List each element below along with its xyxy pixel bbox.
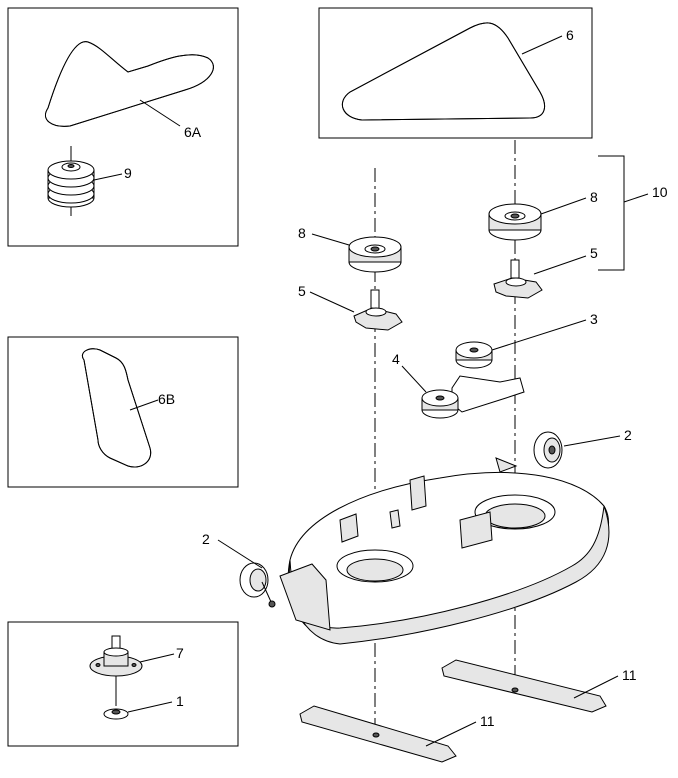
callout-10: 10 (652, 184, 668, 200)
assembly-10-bracket (598, 155, 649, 271)
blade-11-right (441, 659, 607, 713)
callout-7: 7 (176, 645, 184, 661)
callout-8-left: 8 (298, 225, 306, 241)
inset-belt-6a-pulley-9: 6A 9 (7, 7, 239, 247)
callout-3: 3 (590, 311, 598, 327)
spindle-7 (89, 635, 143, 706)
inset-belt-6: 6 (318, 7, 593, 139)
bolt-1 (103, 708, 129, 720)
gauge-wheel-2-right (533, 431, 563, 469)
spindle-5-left (353, 289, 403, 331)
callout-9: 9 (124, 165, 132, 181)
callout-2-right: 2 (624, 427, 632, 443)
spindle-5-right (493, 259, 543, 299)
callout-11-left: 11 (480, 713, 495, 729)
mower-deck (279, 457, 610, 645)
pulley-8-right (488, 203, 542, 241)
callout-6a: 6A (184, 124, 202, 140)
callout-11-right: 11 (622, 667, 637, 683)
inset-belt-6b: 6B (7, 336, 239, 488)
callout-6b: 6B (158, 391, 175, 407)
callout-6: 6 (566, 27, 574, 43)
belt-6 (341, 22, 546, 121)
callout-2-left: 2 (202, 531, 210, 547)
callout-5-right: 5 (590, 245, 598, 261)
blade-11-left (299, 705, 457, 763)
gauge-wheel-2-left (239, 562, 276, 608)
inset-spindle-7-bolt-1: 7 1 (7, 621, 239, 747)
callout-5-left: 5 (298, 283, 306, 299)
idler-bracket-4 (421, 375, 525, 419)
callout-1: 1 (176, 693, 184, 709)
pulley-9 (47, 146, 95, 216)
callout-8-right: 8 (590, 189, 598, 205)
belt-6a (45, 41, 214, 127)
idler-pulley-3 (455, 341, 493, 369)
belt-6b (82, 348, 152, 468)
callout-4: 4 (392, 351, 400, 367)
pulley-8-left (348, 236, 402, 273)
